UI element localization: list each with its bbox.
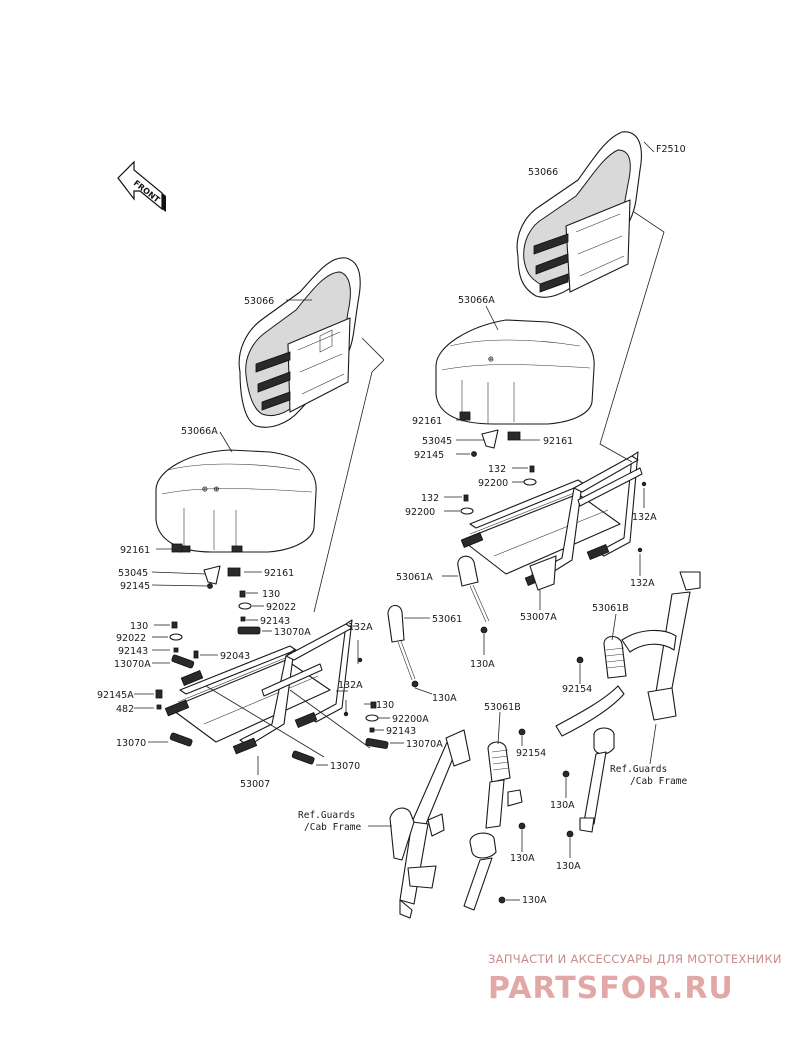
label-53045: 53045 (422, 436, 452, 447)
label-53045: 53045 (118, 568, 148, 579)
label-132A: 132A (630, 578, 655, 589)
label-92143: 92143 (118, 646, 148, 657)
label-53061B: 53061B (592, 603, 629, 614)
label-130: 130 (130, 621, 148, 632)
label-53066-left: 53066 (244, 296, 274, 307)
label-130A: 130A (470, 659, 495, 670)
label-13070A: 13070A (274, 627, 311, 638)
label-92022: 92022 (266, 602, 296, 613)
label-53061: 53061 (432, 614, 462, 625)
label-92200: 92200 (478, 478, 508, 489)
label-92161: 92161 (264, 568, 294, 579)
label-92200: 92200 (405, 507, 435, 518)
label-92161: 92161 (120, 545, 150, 556)
label-92145A: 92145A (97, 690, 134, 701)
ref-label-right-2: /Cab Frame (630, 776, 687, 787)
label-92022: 92022 (116, 633, 146, 644)
leader-lines (134, 141, 665, 901)
label-92161: 92161 (412, 416, 442, 427)
label-92043: 92043 (220, 651, 250, 662)
buckle-53061 (387, 604, 419, 688)
label-132A: 132A (632, 512, 657, 523)
label-92145: 92145 (414, 450, 444, 461)
label-130: 130 (262, 589, 280, 600)
watermark: ЗАПЧАСТИ И АКСЕССУАРЫ ДЛЯ МОТОТЕХНИКИ PA… (488, 952, 782, 1006)
callout-labels: F2510 53066 53066 53066A 53066A 92161 53… (97, 144, 687, 906)
label-13070A: 13070A (114, 659, 151, 670)
label-92145: 92145 (120, 581, 150, 592)
svg-text:⊕ ⊕: ⊕ ⊕ (202, 484, 219, 495)
label-92143: 92143 (386, 726, 416, 737)
seat-frame-left (164, 619, 353, 755)
ref-label-left-1: Ref.Guards (298, 810, 355, 821)
ref-label-left-2: /Cab Frame (304, 822, 361, 833)
seat-frame-right (460, 451, 643, 591)
label-92161: 92161 (543, 436, 573, 447)
cushion-right: ⊕ (435, 319, 595, 425)
label-53061A: 53061A (396, 572, 433, 583)
label-130A: 130A (510, 853, 535, 864)
label-53007A: 53007A (520, 612, 557, 623)
watermark-brand: PARTSFOR.RU (488, 971, 734, 1006)
label-92143: 92143 (260, 616, 290, 627)
label-53066-right: 53066 (528, 167, 558, 178)
label-482: 482 (116, 704, 134, 715)
label-92200A: 92200A (392, 714, 429, 725)
label-92154: 92154 (562, 684, 592, 695)
backrest-right (516, 131, 642, 298)
label-130A: 130A (556, 861, 581, 872)
label-53007: 53007 (240, 779, 270, 790)
cushion-left: ⊕ ⊕ (155, 449, 317, 553)
label-132: 132 (488, 464, 506, 475)
svg-text:⊕: ⊕ (488, 354, 494, 365)
label-130A: 130A (432, 693, 457, 704)
label-132A: 132A (348, 622, 373, 633)
label-13070: 13070 (116, 738, 146, 749)
seatbelt-left-53061B (389, 728, 526, 919)
label-13070A: 13070A (406, 739, 443, 750)
label-92154: 92154 (516, 748, 546, 759)
hardware-right (459, 411, 647, 553)
backrest-left (238, 257, 361, 428)
label-132: 132 (421, 493, 439, 504)
hardware-left (155, 543, 389, 765)
front-arrow-icon: FRONT (117, 160, 166, 212)
label-53066A-left: 53066A (181, 426, 218, 437)
watermark-tagline: ЗАПЧАСТИ И АКСЕССУАРЫ ДЛЯ МОТОТЕХНИКИ (488, 952, 782, 966)
ref-label-right-1: Ref.Guards (610, 764, 667, 775)
label-130A: 130A (550, 800, 575, 811)
label-13070: 13070 (330, 761, 360, 772)
label-53066A-right: 53066A (458, 295, 495, 306)
label-53061B: 53061B (484, 702, 521, 713)
buckle-53061A (457, 555, 490, 634)
figure-code: F2510 (656, 144, 686, 155)
label-130: 130 (376, 700, 394, 711)
label-132A: 132A (338, 680, 363, 691)
label-130A: 130A (522, 895, 547, 906)
seatbelt-right-53061B (555, 571, 701, 838)
